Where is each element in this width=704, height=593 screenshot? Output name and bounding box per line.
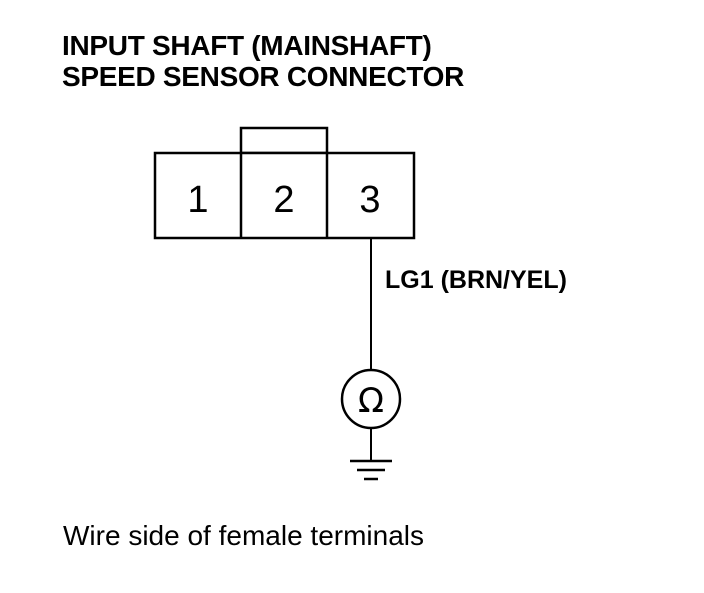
ohmmeter-icon: Ω (340, 368, 402, 430)
ground-icon (350, 459, 392, 481)
pin-3-label: 3 (359, 179, 380, 221)
connector-lock-tab (239, 126, 329, 155)
diagram-title: INPUT SHAFT (MAINSHAFT) SPEED SENSOR CON… (62, 30, 464, 92)
connector-body (153, 151, 416, 240)
pin-1-label: 1 (187, 179, 208, 221)
pin-2-label: 2 (273, 179, 294, 221)
title-line-1: INPUT SHAFT (MAINSHAFT) (62, 30, 432, 61)
wire-color-label: LG1 (BRN/YEL) (385, 266, 567, 294)
ohm-symbol: Ω (358, 381, 384, 421)
view-caption: Wire side of female terminals (63, 520, 425, 551)
title-line-2: SPEED SENSOR CONNECTOR (62, 61, 465, 92)
